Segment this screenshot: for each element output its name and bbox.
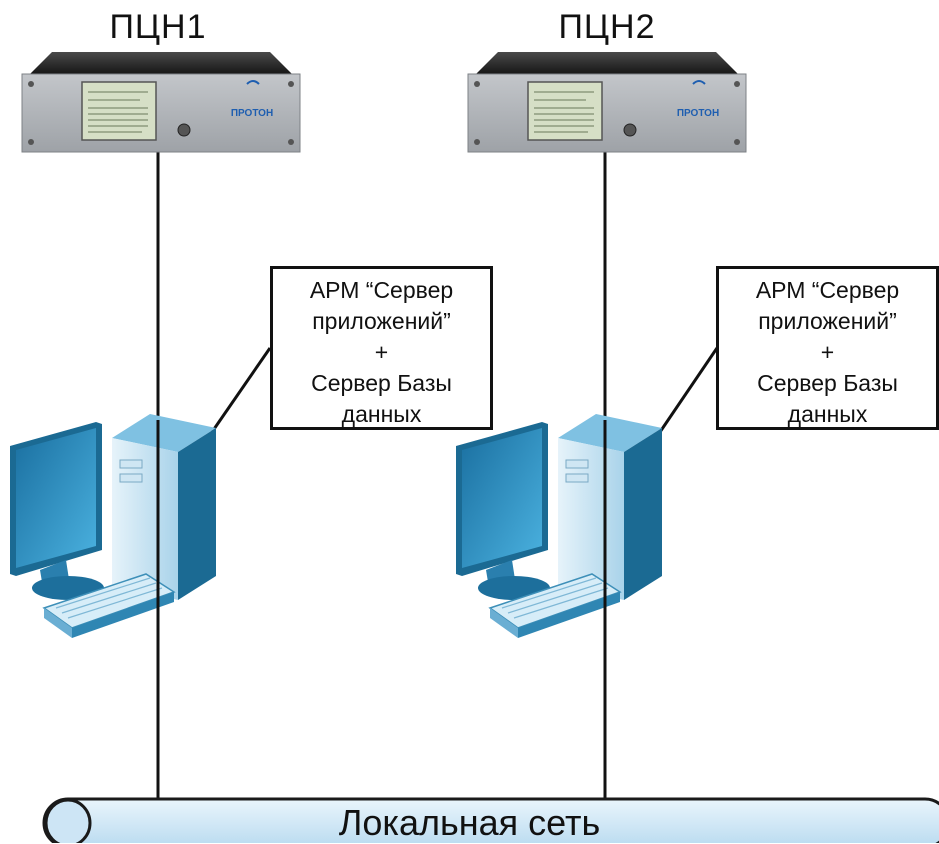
callout-line: данных [787, 401, 868, 427]
rack-device-icon [21, 52, 301, 153]
callout-box-unit1: АРМ “Сервер приложений” + Сервер Базы да… [270, 266, 493, 430]
monitor-icon [456, 422, 550, 600]
rack-device-icon [467, 52, 747, 153]
callout-leader-unit1 [210, 347, 272, 433]
network-label: Локальная сеть [338, 802, 601, 843]
callout-line: + [374, 339, 389, 365]
callout-line: Сервер Базы [311, 370, 452, 396]
keyboard-icon [488, 573, 622, 638]
callout-line: АРМ “Сервер [755, 277, 900, 303]
unit-title-1: ПЦН1 [109, 8, 207, 46]
callout-line: данных [341, 401, 422, 427]
local-network-bus-end [44, 798, 92, 843]
keyboard-icon [42, 573, 176, 638]
callout-leader-unit2 [658, 347, 719, 433]
callout-line: + [820, 339, 835, 365]
monitor-icon [10, 422, 104, 600]
desktop-computer-icon [456, 414, 662, 638]
callout-line: приложений” [758, 308, 897, 334]
desktop-computer-icon [10, 414, 216, 638]
local-network-bus [42, 797, 939, 843]
callout-line: Сервер Базы [757, 370, 898, 396]
unit-title-2: ПЦН2 [558, 8, 656, 46]
callout-line: приложений” [312, 308, 451, 334]
device-brand-unit1: ПРОТОН [231, 108, 273, 119]
callout-line: АРМ “Сервер [309, 277, 454, 303]
device-brand-unit2: ПРОТОН [677, 108, 719, 119]
system-unit-icon [112, 414, 216, 600]
system-unit-icon [558, 414, 662, 600]
callout-box-unit2: АРМ “Сервер приложений” + Сервер Базы да… [716, 266, 939, 430]
